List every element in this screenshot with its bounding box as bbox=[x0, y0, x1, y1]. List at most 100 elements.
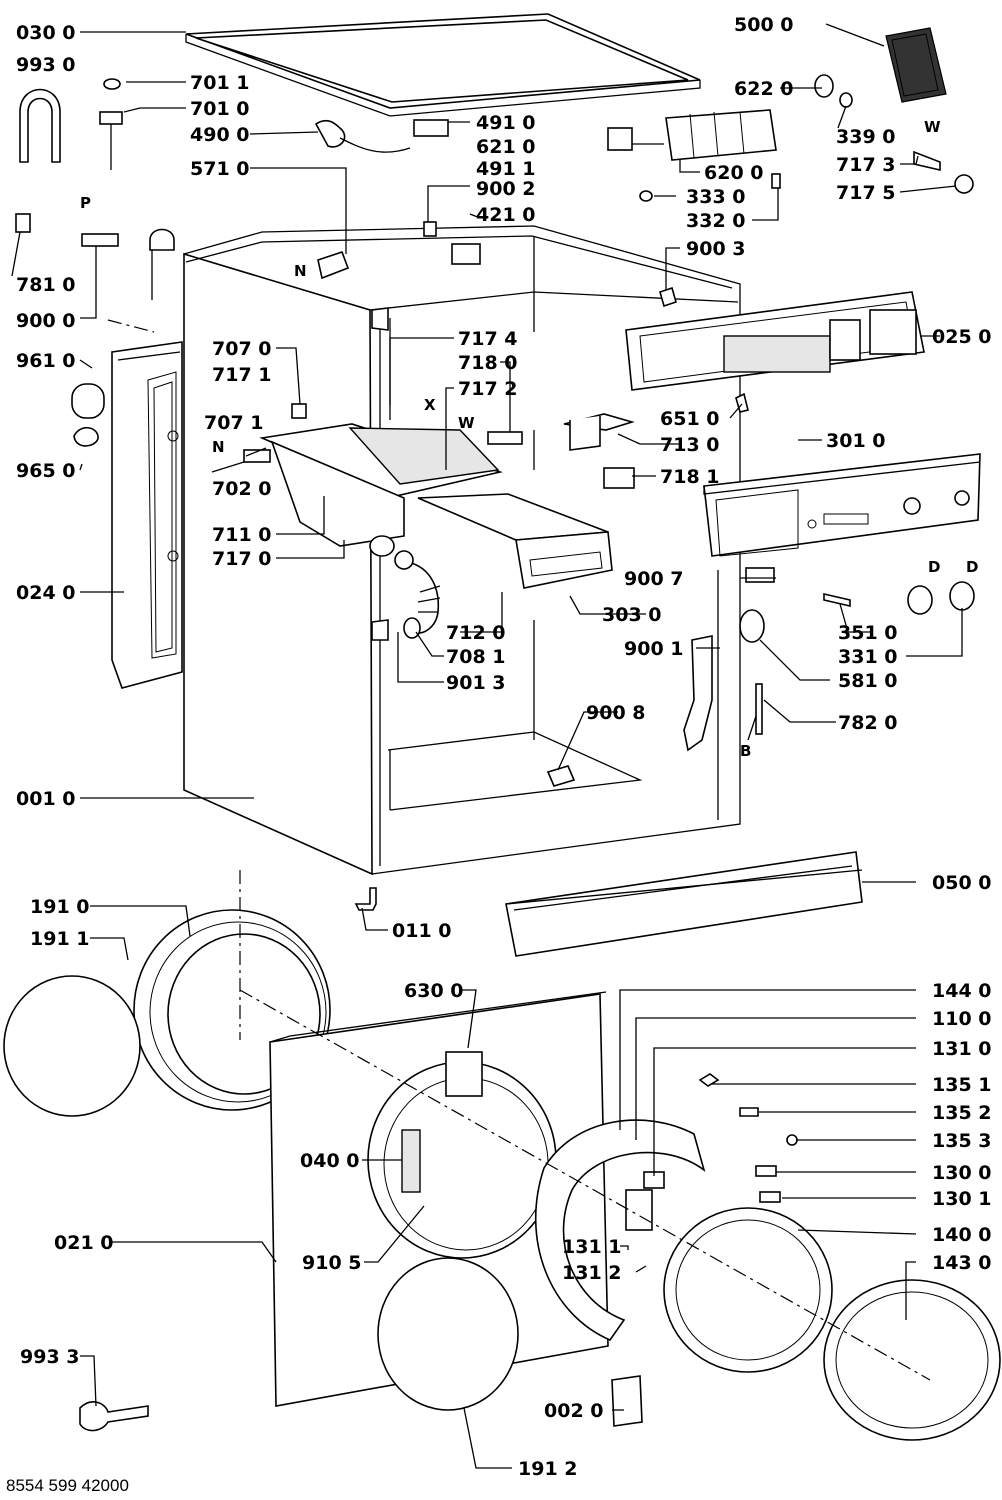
callout: 622 0 bbox=[734, 78, 794, 100]
callout: 718 1 bbox=[660, 466, 720, 488]
callout: 621 0 bbox=[476, 136, 536, 158]
door-lock-assembly bbox=[683, 635, 713, 752]
letter-marker: N bbox=[294, 262, 307, 280]
letter-marker: W bbox=[458, 414, 475, 432]
callout: 910 5 bbox=[302, 1252, 362, 1274]
callout: 011 0 bbox=[392, 920, 452, 942]
callout: 900 2 bbox=[476, 178, 536, 200]
front-panel bbox=[269, 991, 609, 1407]
callout: 900 7 bbox=[624, 568, 684, 590]
callout: 021 0 bbox=[54, 1232, 114, 1254]
callout: 331 0 bbox=[838, 646, 898, 668]
electronic-module bbox=[885, 27, 947, 103]
callout: 131 0 bbox=[932, 1038, 992, 1060]
callout: 993 0 bbox=[16, 54, 76, 76]
hoses bbox=[394, 550, 441, 639]
leader-lines bbox=[11, 23, 963, 1469]
callout: 900 0 bbox=[16, 310, 76, 332]
callout: 050 0 bbox=[932, 872, 992, 894]
callout: 001 0 bbox=[16, 788, 76, 810]
callout: 965 0 bbox=[16, 460, 76, 482]
callout: 651 0 bbox=[660, 408, 720, 430]
callout: 713 0 bbox=[660, 434, 720, 456]
letter-marker: D bbox=[928, 558, 940, 576]
callout: 002 0 bbox=[544, 1400, 604, 1422]
callout: 711 0 bbox=[212, 524, 272, 546]
callout: 130 0 bbox=[932, 1162, 992, 1184]
callout: 702 0 bbox=[212, 478, 272, 500]
callout: 130 1 bbox=[932, 1188, 992, 1210]
callout: 301 0 bbox=[826, 430, 886, 452]
letter-marker: P bbox=[80, 194, 91, 212]
callout: 333 0 bbox=[686, 186, 746, 208]
callout: 140 0 bbox=[932, 1224, 992, 1246]
callout: 491 0 bbox=[476, 112, 536, 134]
letter-marker: B bbox=[740, 742, 751, 760]
callout: 782 0 bbox=[838, 712, 898, 734]
callout: 701 0 bbox=[190, 98, 250, 120]
letter-marker: D bbox=[966, 558, 978, 576]
side-panel bbox=[111, 341, 183, 689]
door-parts bbox=[377, 1073, 1001, 1441]
callout: 717 3 bbox=[836, 154, 896, 176]
callout: 707 1 bbox=[204, 412, 264, 434]
callout: 024 0 bbox=[16, 582, 76, 604]
callout: 581 0 bbox=[838, 670, 898, 692]
callout: 701 1 bbox=[190, 72, 250, 94]
callout: 900 1 bbox=[624, 638, 684, 660]
callout: 332 0 bbox=[686, 210, 746, 232]
drawing-number: 8554 599 42000 bbox=[6, 1476, 129, 1495]
callout: 900 3 bbox=[686, 238, 746, 260]
callout: 191 0 bbox=[30, 896, 90, 918]
callout: 707 0 bbox=[212, 338, 272, 360]
callout: 131 2 bbox=[562, 1262, 622, 1284]
main-cabinet bbox=[183, 225, 741, 876]
letter-marker: W bbox=[924, 118, 941, 136]
callout: 781 0 bbox=[16, 274, 76, 296]
callout: 491 1 bbox=[476, 158, 536, 180]
callout: 351 0 bbox=[838, 622, 898, 644]
control-fascia bbox=[703, 453, 981, 557]
callout: 135 1 bbox=[932, 1074, 992, 1096]
callout: 717 1 bbox=[212, 364, 272, 386]
letter-marker: N bbox=[212, 438, 225, 456]
callout: 143 0 bbox=[932, 1252, 992, 1274]
callout: 040 0 bbox=[300, 1150, 360, 1172]
letter-markers: W P N X W N D D B bbox=[80, 118, 978, 760]
callout: 191 1 bbox=[30, 928, 90, 950]
callout: 135 3 bbox=[932, 1130, 992, 1152]
top-lid bbox=[185, 13, 701, 117]
callout: 717 2 bbox=[458, 378, 518, 400]
callout: 630 0 bbox=[404, 980, 464, 1002]
small-parts bbox=[15, 74, 974, 1432]
callout: 993 3 bbox=[20, 1346, 80, 1368]
callout: 571 0 bbox=[190, 158, 250, 180]
callout: 620 0 bbox=[704, 162, 764, 184]
callout: 717 0 bbox=[212, 548, 272, 570]
control-panel-frame bbox=[625, 291, 925, 391]
callout: 030 0 bbox=[16, 22, 76, 44]
knobs bbox=[907, 581, 975, 615]
callout: 135 2 bbox=[932, 1102, 992, 1124]
callout: 718 0 bbox=[458, 352, 518, 374]
callout: 717 5 bbox=[836, 182, 896, 204]
relay-block bbox=[665, 109, 777, 161]
detergent-dispenser bbox=[259, 423, 613, 589]
callout: 025 0 bbox=[932, 326, 992, 348]
callout: 339 0 bbox=[836, 126, 896, 148]
callout: 708 1 bbox=[446, 646, 506, 668]
callout: 500 0 bbox=[734, 14, 794, 36]
callout: 717 4 bbox=[458, 328, 518, 350]
callout: 490 0 bbox=[190, 124, 250, 146]
letter-marker: X bbox=[424, 396, 436, 414]
callout: 901 3 bbox=[446, 672, 506, 694]
callout: 131 1 bbox=[562, 1236, 622, 1258]
callout: 961 0 bbox=[16, 350, 76, 372]
callout: 110 0 bbox=[932, 1008, 992, 1030]
callout: 421 0 bbox=[476, 204, 536, 226]
axis-lines bbox=[107, 319, 931, 1381]
callout: 712 0 bbox=[446, 622, 506, 644]
callout: 144 0 bbox=[932, 980, 992, 1002]
base-rail bbox=[505, 851, 863, 957]
